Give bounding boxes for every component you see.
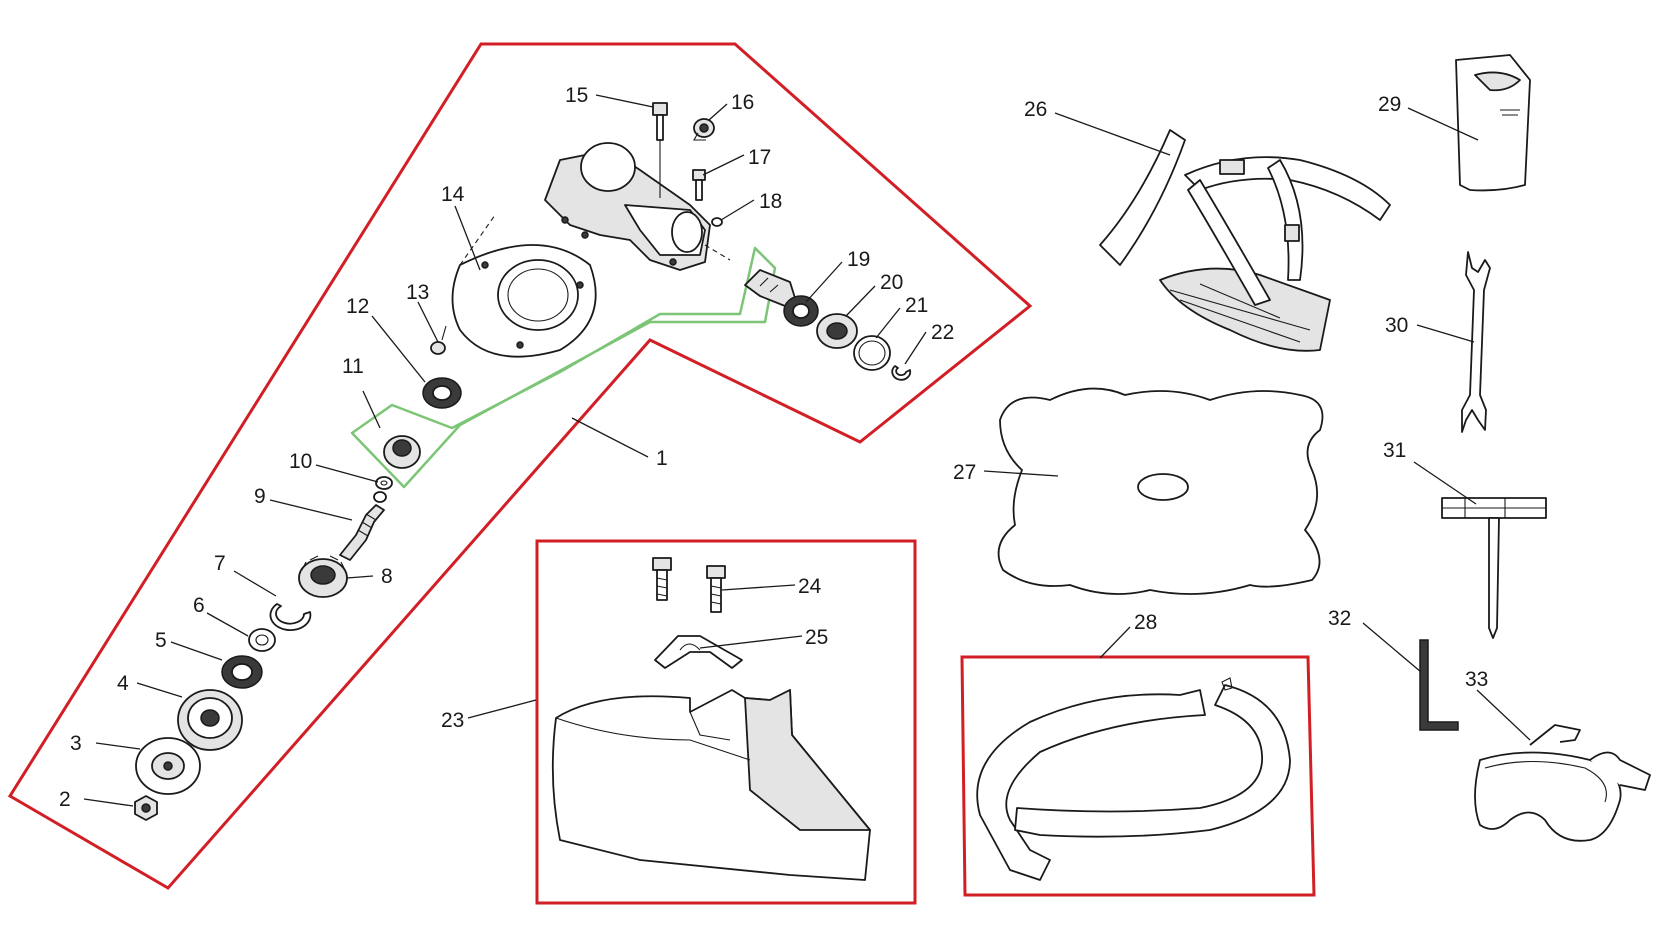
guard-bolt-part [652,557,726,613]
callout-18: 18 [759,190,782,213]
callout-33: 33 [1465,668,1488,691]
shaft-bearing-subassembly-outline [350,246,777,489]
bolt-15-part [652,102,668,198]
callout-7: 7 [214,552,226,575]
washer-18-part [711,217,723,227]
brush-cutter-blade-part [997,387,1324,595]
hex-key-part [1419,639,1459,731]
callout-25: 25 [805,626,828,649]
bolt-17-part [692,169,706,201]
callout-24: 24 [798,575,822,598]
callout-14: 14 [441,183,465,206]
callout-16: 16 [731,91,754,114]
callout-4: 4 [117,672,129,695]
callout-11: 11 [342,355,364,378]
bevel-gear-part [298,555,348,598]
callout-13: 13 [406,281,429,304]
nut-part [134,795,158,821]
t-wrench-part [1441,497,1547,639]
leader-lines [83,94,1531,807]
bearing-small-part [221,655,263,689]
gear-bearing-part [383,435,421,469]
guard-plate-part [451,214,597,358]
blade-guard-part [551,689,871,881]
bearing-19-part [783,295,819,327]
callout-8: 8 [381,565,393,588]
callout-5: 5 [155,629,167,652]
callout-9: 9 [254,485,266,508]
pinion-shaft-part [744,269,796,307]
line-group-outline [960,655,1316,897]
callout-6: 6 [193,594,205,617]
gearbox-assembly-outline [7,42,1033,890]
callout-27: 27 [953,461,976,484]
callout-31: 31 [1383,439,1406,462]
guard-group-outline [535,539,917,905]
snap-ring-part [269,603,312,631]
cutting-line-coil-part [976,677,1291,881]
callout-3: 3 [70,732,82,755]
spacer-part [248,628,276,652]
callout-21: 21 [905,294,928,317]
spanner-part [1461,251,1491,433]
callout-12: 12 [346,295,369,318]
bearing-20-part [816,313,858,349]
callout-29: 29 [1378,93,1401,116]
callout-23: 23 [441,709,464,732]
callout-30: 30 [1385,314,1408,337]
harness-part [1099,129,1391,352]
callout-19: 19 [847,248,870,271]
cup-washer-part [135,737,201,795]
callout-15: 15 [565,84,588,107]
callout-32: 32 [1328,607,1351,630]
callout-10: 10 [289,450,312,473]
circlip-21-part [853,335,891,371]
callout-2: 2 [59,788,71,811]
callout-1: 1 [656,447,668,470]
callout-20: 20 [880,271,903,294]
small-washer-part [375,476,393,490]
safety-goggles-part [1474,724,1651,842]
callout-28: 28 [1134,611,1157,634]
bearing-12-part [422,377,462,409]
callout-26: 26 [1024,98,1047,121]
ring-22-part [891,365,912,381]
gearbox-housing-part [544,142,731,271]
oil-bottle-part [1455,54,1531,192]
guard-clamp-part [654,635,743,669]
callout-17: 17 [748,146,771,169]
nut-16-part [693,118,715,141]
callout-22: 22 [931,321,954,344]
blade-holder-part [177,689,243,751]
screw-13-part [430,325,447,355]
output-shaft-part [339,491,387,561]
callout-labels: 1 2 3 4 5 6 7 8 9 10 11 12 13 14 15 16 1… [59,84,1488,811]
